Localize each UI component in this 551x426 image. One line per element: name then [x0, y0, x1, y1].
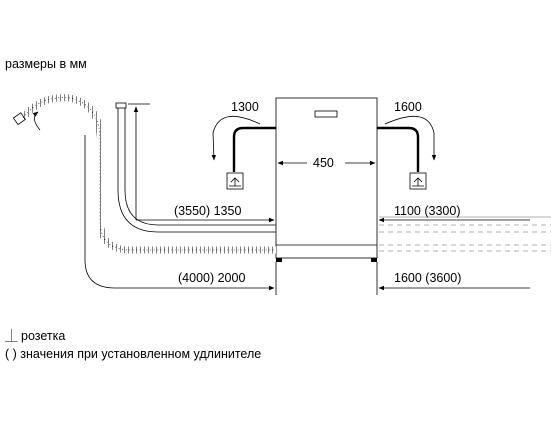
dishwasher-body: [275, 97, 378, 259]
legend-socket-label: розетка: [21, 329, 66, 343]
hose-end: [12, 112, 26, 126]
right-power-cable: [377, 115, 437, 190]
extension-symbol: ( ): [5, 347, 17, 361]
water-inlet: [115, 102, 276, 233]
dishwasher-foot-right: [371, 258, 377, 262]
arrow-icon: [32, 111, 41, 131]
socket-icon: [226, 172, 244, 190]
left-bottom-dimension: (4000) 2000: [178, 271, 246, 285]
faucet-icon: [115, 102, 127, 109]
socket-icon: [409, 172, 427, 190]
legend-extension-row: ( ) значения при установленном удлинител…: [5, 348, 261, 361]
dishwasher-unit: [275, 97, 378, 262]
socket-icon: ⏊: [5, 329, 18, 343]
dishwasher-handle: [314, 110, 338, 118]
drain-hose: [12, 94, 276, 291]
units-label: размеры в мм: [5, 57, 87, 71]
right-side-guides: [275, 216, 551, 295]
left-power-cable: [211, 115, 276, 190]
right-top-hose-dimension: 1600: [394, 100, 422, 114]
right-inlet-dimension: 1100 (3300): [394, 204, 461, 218]
right-bottom-dimension: 1600 (3600): [394, 271, 462, 285]
left-top-hose-dimension: 1300: [231, 100, 259, 114]
legend-extension-label: значения при установленном удлинителе: [20, 347, 262, 361]
dishwasher-foot-left: [276, 258, 282, 262]
legend-socket-row: ⏊ розетка: [5, 330, 65, 343]
width-dimension-label: 450: [313, 156, 334, 170]
left-drain-dimension: (3550) 1350: [174, 204, 242, 218]
